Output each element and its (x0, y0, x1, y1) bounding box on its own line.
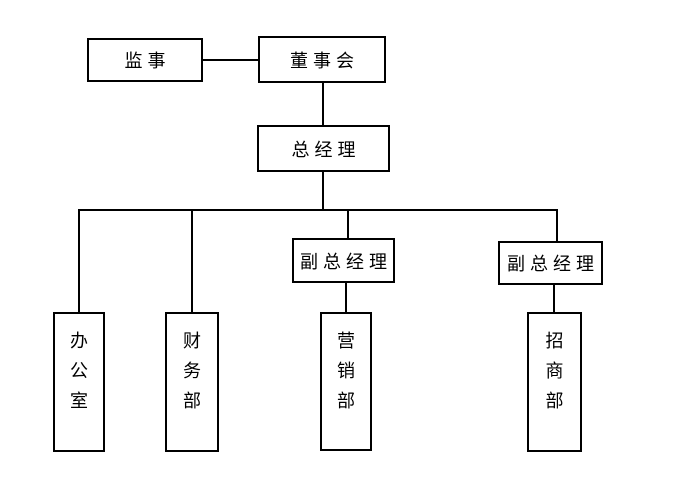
node-finance-dept-label: 财务部 (183, 331, 201, 411)
node-office: 办公室 (53, 312, 105, 452)
connector-general-manager-bus (322, 171, 324, 211)
node-board-label: 董事会 (290, 50, 359, 71)
connector-bus-office (78, 209, 80, 312)
connector-bus-finance-dept (191, 209, 193, 312)
node-general-manager: 总经理 (257, 125, 390, 172)
node-finance-dept: 财务部 (165, 312, 219, 452)
node-deputy-gm-1-label: 副总经理 (300, 251, 392, 272)
connector-deputy-gm-1-marketing (345, 281, 347, 312)
connector-bus-deputy-gm-2 (556, 209, 558, 243)
node-deputy-gm-2-label: 副总经理 (507, 254, 599, 274)
connector-deputy-gm-2-investment (553, 284, 555, 312)
node-board-of-directors: 董事会 (258, 36, 386, 83)
node-marketing-dept: 营销部 (320, 312, 372, 451)
node-supervisor: 监事 (87, 38, 203, 82)
node-office-label: 办公室 (70, 331, 88, 411)
node-general-manager-label: 总经理 (291, 139, 361, 160)
connector-bus-deputy-gm-1 (347, 209, 349, 240)
node-deputy-general-manager-2: 副总经理 (498, 241, 603, 285)
node-supervisor-label: 监事 (124, 51, 171, 71)
connector-supervisor-board (203, 59, 258, 61)
node-deputy-general-manager-1: 副总经理 (292, 238, 395, 283)
node-investment-dept: 招商部 (527, 312, 582, 452)
connector-horizontal-bus (80, 209, 558, 211)
node-marketing-dept-label: 营销部 (337, 331, 355, 411)
connector-board-general-manager (322, 82, 324, 126)
node-investment-dept-label: 招商部 (545, 331, 564, 411)
